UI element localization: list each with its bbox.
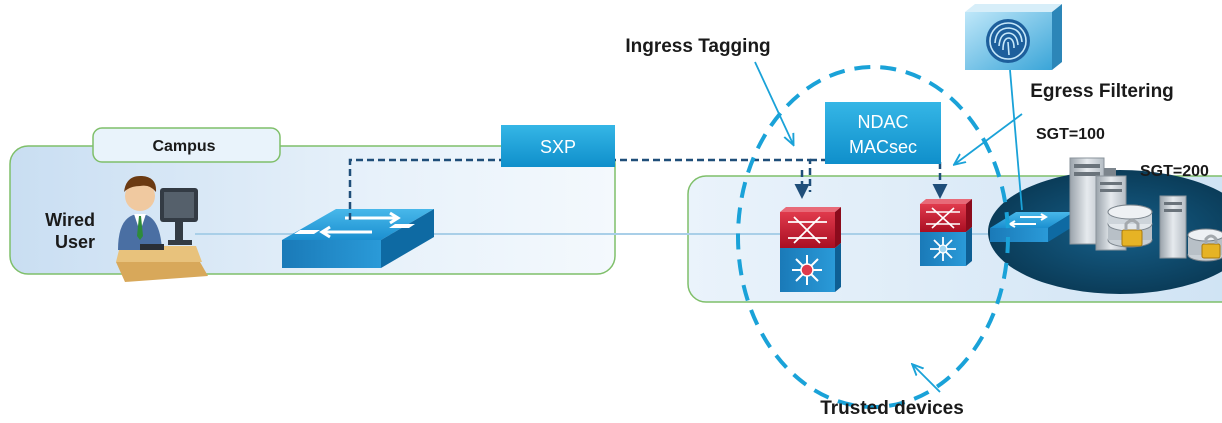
sxp-callout: SXP [501, 125, 615, 167]
trusted-devices-label: Trusted devices [820, 398, 964, 419]
campus-label: Campus [152, 138, 215, 155]
core-switch-icon [780, 207, 841, 292]
wired-user-label-line2: User [55, 232, 95, 252]
sgt-100-label: SGT=100 [1036, 126, 1105, 143]
egress-filtering-label: Egress Filtering [1030, 81, 1174, 102]
ingress-tagging-label: Ingress Tagging [625, 36, 770, 57]
dist-switch-icon [920, 199, 972, 266]
ndac-label: NDAC [857, 112, 908, 132]
ingress-tagging-arrow [754, 61, 793, 144]
wired-user-label-line1: Wired [45, 210, 95, 230]
wired-user-icon [116, 175, 208, 282]
dc-switch-icon [990, 212, 1074, 242]
server-icon [1069, 157, 1222, 262]
sgt-200-label: SGT=200 [1140, 163, 1209, 180]
egress-filtering-arrow [955, 113, 1023, 164]
sxp-label: SXP [540, 137, 576, 157]
ndac-dashed-arrow [810, 158, 948, 199]
ndac-macsec-callout: NDAC MACsec [825, 102, 941, 164]
trusted-domain-ring [736, 65, 1010, 409]
campus-switch-icon [282, 209, 434, 268]
trusted-devices-arrow [913, 365, 941, 393]
fingerprint-icon [965, 4, 1062, 70]
ise-link-line [1009, 69, 1023, 211]
macsec-label: MACsec [849, 137, 917, 157]
campus-tab [92, 127, 281, 163]
